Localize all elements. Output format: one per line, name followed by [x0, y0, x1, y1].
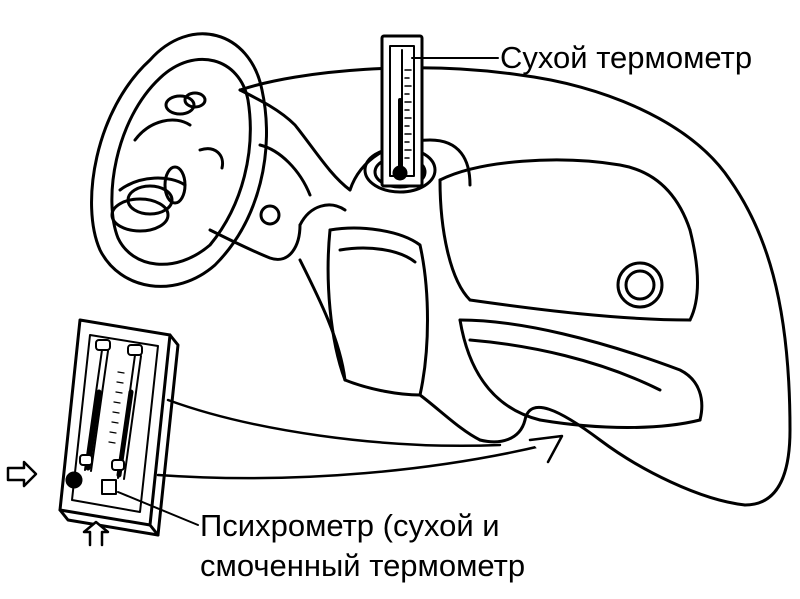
dry-thermometer: [363, 34, 437, 194]
arrow-up-icon: [82, 520, 110, 547]
psychrometer-label-line2: смоченный термометр: [200, 548, 525, 583]
steering-wheel: [90, 32, 268, 288]
arrow-right-icon: [6, 460, 38, 488]
dry-thermometer-label: Сухой термометр: [500, 40, 752, 75]
psychrometer: [58, 318, 180, 537]
psychrometer-wet-tube: [101, 344, 143, 495]
psychrometer-dry-tube: [65, 339, 111, 489]
dashboard-panel: [208, 66, 792, 507]
psychrometer-leader: [117, 491, 199, 526]
curved-arrow-icon: [156, 398, 564, 480]
psychrometer-label-line1: Психрометр (сухой и: [200, 508, 500, 543]
